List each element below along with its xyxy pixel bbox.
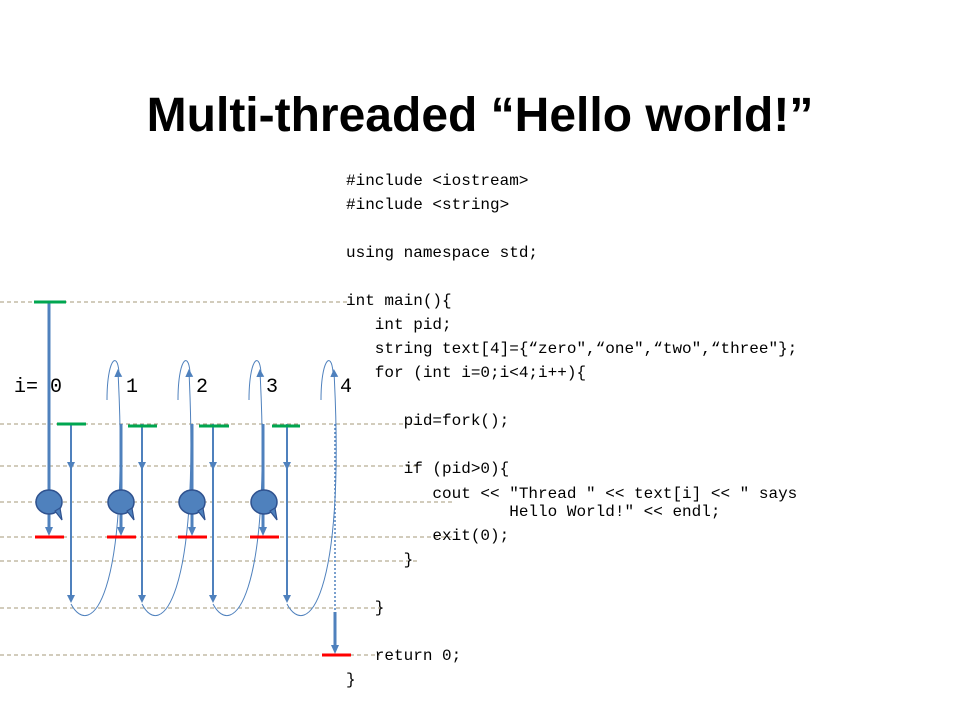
code-line: exit(0);	[346, 527, 510, 545]
code-line: #include <string>	[346, 196, 510, 214]
speech-bubble-icon	[35, 489, 63, 521]
i-label-2: 2	[196, 376, 209, 399]
i-label-1: 1	[126, 376, 139, 399]
code-line: }	[346, 551, 414, 569]
i-label-3: 3	[266, 376, 279, 399]
fork-arc	[320, 360, 334, 401]
code-line: string text[4]={“zero",“one",“two",“thre…	[346, 340, 798, 358]
fork-arc	[106, 360, 120, 401]
i-label-4: 4	[340, 376, 353, 399]
i-label-0: i= 0	[14, 376, 63, 399]
speech-bubble-icon	[107, 489, 135, 521]
fork-arc	[248, 360, 262, 401]
code-line: return 0;	[346, 647, 462, 665]
code-line: int pid;	[346, 316, 452, 334]
code-line: cout << "Thread " << text[i] << " says	[346, 485, 798, 503]
code-line: using namespace std;	[346, 244, 539, 262]
code-line: pid=fork();	[346, 412, 510, 430]
fork-arc	[286, 369, 339, 617]
fork-arc	[177, 360, 191, 401]
code-line: #include <iostream>	[346, 172, 529, 190]
start-end-bars	[34, 300, 351, 657]
thread-lines	[45, 302, 339, 654]
slide-title: Multi-threaded “Hello world!”	[146, 89, 814, 143]
code-line: int main(){	[346, 292, 452, 310]
speech-bubble-icon	[178, 489, 206, 521]
code-line: if (pid>0){	[346, 460, 510, 478]
code-line: for (int i=0;i<4;i++){	[346, 364, 587, 382]
code-line: }	[346, 671, 356, 689]
speech-bubble-icon	[250, 489, 278, 521]
code-line: }	[346, 599, 385, 617]
code-line: Hello World!" << endl;	[346, 503, 721, 521]
speech-bubbles	[35, 489, 278, 521]
